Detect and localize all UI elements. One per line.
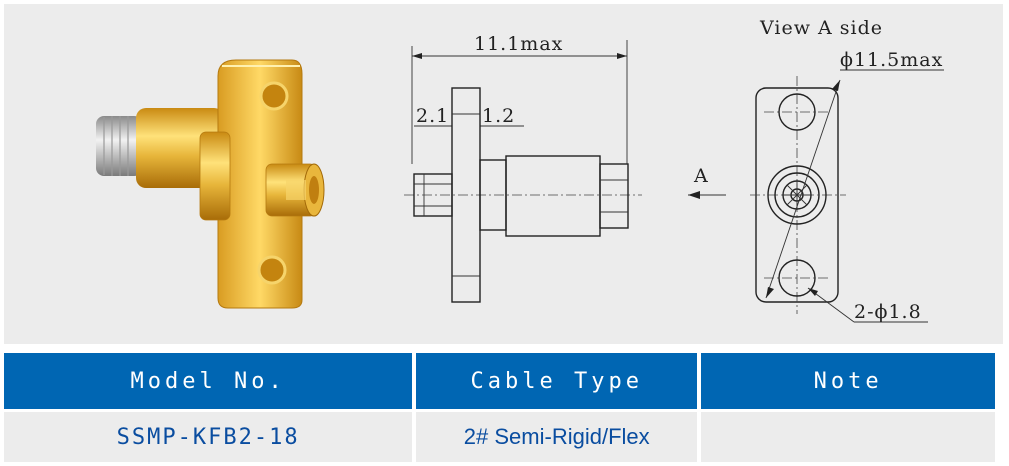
product-figure-panel: 11.1max 2.1 1.2 A View A side xyxy=(4,4,1003,344)
cell-model-no: SSMP-KFB2-18 xyxy=(4,412,413,462)
dim-hole-callout: 2-ϕ1.8 xyxy=(854,301,922,323)
header-model-no: Model No. xyxy=(4,353,413,409)
cell-cable-type: 2# Semi-Rigid/Flex xyxy=(416,412,698,462)
dim-overall-length: 11.1max xyxy=(474,33,563,55)
end-hole-bottom xyxy=(778,259,816,297)
header-cable-type: Cable Type xyxy=(416,353,698,409)
end-hole-top xyxy=(778,93,816,131)
spec-table: Model No. Cable Type Note SSMP-KFB2-18 2… xyxy=(0,350,999,465)
side-view-drawing: 11.1max 2.1 1.2 A xyxy=(404,33,726,303)
dim-right: 1.2 xyxy=(482,105,515,127)
view-arrow-label: A xyxy=(693,165,709,187)
header-note: Note xyxy=(701,353,995,409)
cell-note xyxy=(701,412,995,462)
flange-hole-bottom xyxy=(257,255,287,285)
dim-flange-length: ϕ11.5max xyxy=(840,49,943,71)
product-drawing: 11.1max 2.1 1.2 A View A side xyxy=(96,17,944,323)
end-view-drawing: View A side ϕ11.5max 2-ϕ1.8 xyxy=(750,17,944,323)
flange-hole-top xyxy=(259,81,289,111)
dim-left: 2.1 xyxy=(416,105,449,127)
connector-flange xyxy=(217,59,303,309)
connector-render xyxy=(96,59,325,309)
table-row: SSMP-KFB2-18 2# Semi-Rigid/Flex xyxy=(4,412,995,462)
connector-thread xyxy=(96,116,142,176)
spec-table-header-row: Model No. Cable Type Note xyxy=(4,353,995,409)
view-title: View A side xyxy=(759,17,883,39)
